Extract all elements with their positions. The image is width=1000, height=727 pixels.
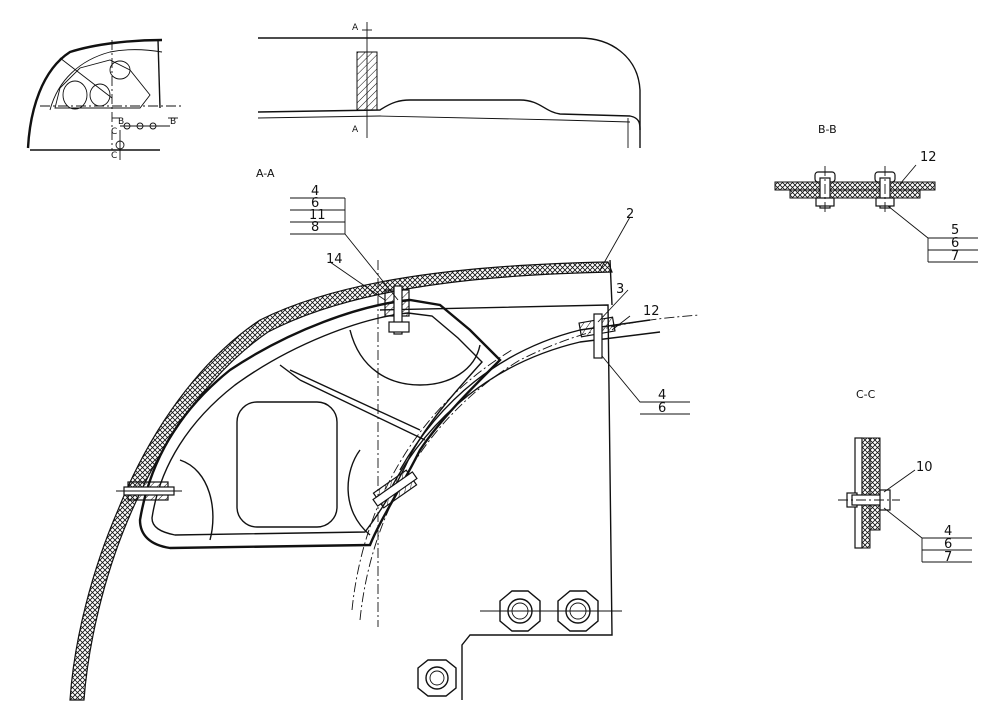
inner-bracket-inner	[151, 312, 483, 536]
top-plan-view: A A	[257, 22, 641, 148]
cut-mark-a-bottom: A	[352, 125, 359, 135]
cut-mark-c-top: C	[111, 127, 117, 137]
callout-6-aa: 6	[311, 196, 319, 211]
callout-10-cc: 10	[916, 460, 933, 475]
callout-11-aa: 11	[309, 208, 326, 223]
callout-14: 14	[326, 252, 343, 267]
callout-7-cc: 7	[944, 550, 952, 565]
callout-6-aa-lower: 6	[658, 401, 666, 416]
bolt-right	[578, 313, 616, 359]
nut-bottom	[417, 659, 457, 697]
inner-bracket	[138, 298, 502, 550]
section-title-cc: C-C	[856, 388, 876, 401]
cut-mark-c-bottom: C	[111, 151, 117, 161]
bolt-top	[384, 285, 410, 335]
cut-mark-a-top: A	[352, 23, 359, 33]
cut-mark-b-right: B	[170, 117, 176, 127]
section-title-bb: B-B	[818, 123, 837, 136]
bracket-window	[236, 401, 338, 528]
section-aa-view	[69, 197, 701, 701]
callout-12-aa: 12	[643, 304, 660, 319]
callout-6-cc: 6	[944, 537, 952, 552]
callout-5-bb: 5	[951, 223, 959, 238]
callout-2: 2	[626, 207, 634, 222]
callout-4-aa: 4	[311, 184, 319, 199]
cut-mark-b-left: B	[118, 117, 124, 127]
section-bb-view	[774, 164, 978, 263]
bolt-left	[116, 481, 182, 501]
callout-8-aa: 8	[311, 220, 319, 235]
callout-3: 3	[616, 282, 624, 297]
overview-thumbnail: B B C C	[26, 38, 182, 161]
callout-4-cc: 4	[944, 524, 952, 539]
section-title-aa: A-A	[256, 167, 275, 180]
callout-12-bb: 12	[920, 150, 937, 165]
callout-4-aa-lower: 4	[658, 388, 666, 403]
callout-7-bb: 7	[951, 249, 959, 264]
section-cc-view	[838, 437, 972, 563]
callout-6-bb: 6	[951, 236, 959, 251]
bolt-center	[372, 469, 418, 509]
